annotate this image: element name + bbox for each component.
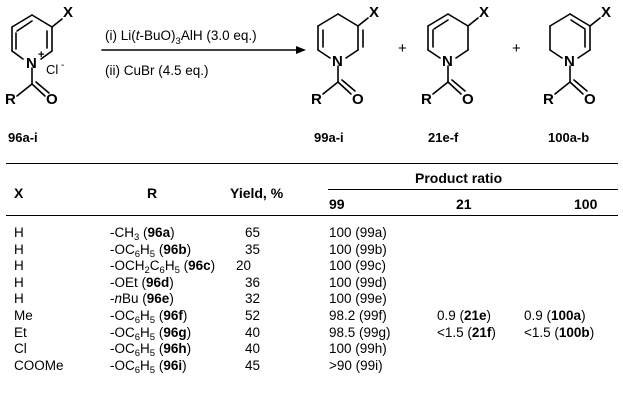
cell-ratio-99: 100 (99e) [329,291,387,307]
cell-x: H [14,274,24,290]
atom-r: R [543,91,554,108]
cell-ratio-21: 0.9 (21e) [437,308,492,323]
cell-r: -OC6H5 (96g) [110,324,192,343]
cell-ratio-99: 100 (99a) [329,225,387,240]
cell-ratio-99: >90 (99i) [329,357,383,373]
atom-x: X [369,4,379,21]
cell-ratio-100: 0.9 (100a) [524,308,586,323]
atom-o: O [46,91,58,108]
atom-r: R [5,91,16,108]
header-bottom-rule [6,215,618,216]
cell-r: -OCH2C6H5 (96c) [110,258,216,277]
cell-yield: 65 [245,225,261,240]
cell-yield: 32 [245,291,261,307]
col-header-ratio: Product ratio [415,170,503,186]
cell-ratio-21: <1.5 (21f) [437,324,496,340]
reagent-step-1: (i) Li(t-BuO)3AlH (3.0 eq.) [105,28,257,47]
cell-yield: 52 [245,308,261,323]
plus-sign: + [398,40,407,57]
cell-yield: 40 [245,341,261,357]
atom-o: O [462,91,474,108]
cell-yield: 45 [245,357,261,373]
cell-r: -OC6H5 (96b) [110,241,192,260]
atom-r: R [311,91,322,108]
atom-x: X [479,4,489,21]
cell-ratio-99: 100 (99h) [329,341,387,357]
atom-o: O [352,91,364,108]
cell-r: -OEt (96d) [110,274,174,290]
col-header-100: 100 [574,196,598,212]
atom-cl: Cl [46,62,58,77]
cell-ratio-99: 100 (99c) [329,258,387,274]
plus-sign: + [512,40,521,57]
cell-x: Me [14,308,33,323]
cell-ratio-99: 100 (99d) [329,274,387,290]
atom-x: X [601,4,611,21]
product-99-structure [317,13,369,95]
cell-x: H [14,291,24,307]
cell-x: H [14,225,24,240]
cell-yield: 40 [245,324,261,340]
cell-yield: 36 [245,274,261,290]
cell-ratio-99: 98.5 (99g) [329,324,391,340]
cell-x: Et [14,324,27,340]
cell-x: Cl [14,341,27,357]
cell-x: H [14,241,24,257]
cell-r: -nBu (96e) [110,291,174,307]
reactant-label: 96a-i [8,130,38,145]
cell-r: -OC6H5 (96f) [110,308,188,326]
reagent-step-2: (ii) CuBr (4.5 eq.) [105,63,209,78]
cell-yield: 35 [245,241,261,257]
col-header-99: 99 [329,196,345,212]
col-header-21: 21 [456,196,472,212]
table-top-rule [6,163,618,164]
cell-ratio-99: 98.2 (99f) [329,308,387,323]
atom-n: N [332,53,343,70]
cell-x: H [14,258,24,274]
product-100-label: 100a-b [548,130,589,145]
product-21-structure [427,13,479,95]
reactant-structure [11,14,63,97]
atom-o: O [584,91,596,108]
product-100-structure [549,13,601,95]
atom-x: X [63,4,73,21]
charge-minus: - [61,60,64,71]
col-header-x: X [14,185,24,201]
cell-r: -OC6H5 (96h) [110,341,192,360]
atom-n: N [26,55,37,72]
atom-r: R [421,91,432,108]
cell-ratio-99: 100 (99b) [329,241,387,257]
atom-n: N [564,53,575,70]
cell-ratio-100: <1.5 (100b) [524,324,595,340]
col-header-r: R [147,185,158,201]
cell-r: -OC6H5 (96i) [110,357,187,376]
product-21-label: 21e-f [428,130,459,145]
product-99-label: 99a-i [314,130,344,145]
cell-yield: 20 [236,258,252,274]
reaction-scheme: X N + Cl - R O 96a-i (i) Li(t-BuO)3AlH (… [5,4,611,145]
cell-r: -CH3 (96a) [110,225,175,243]
atom-n: N [442,53,453,70]
charge-plus: + [38,49,44,61]
col-header-yield: Yield, % [230,185,284,201]
ratio-rule [328,189,618,190]
cell-x: COOMe [14,357,64,373]
